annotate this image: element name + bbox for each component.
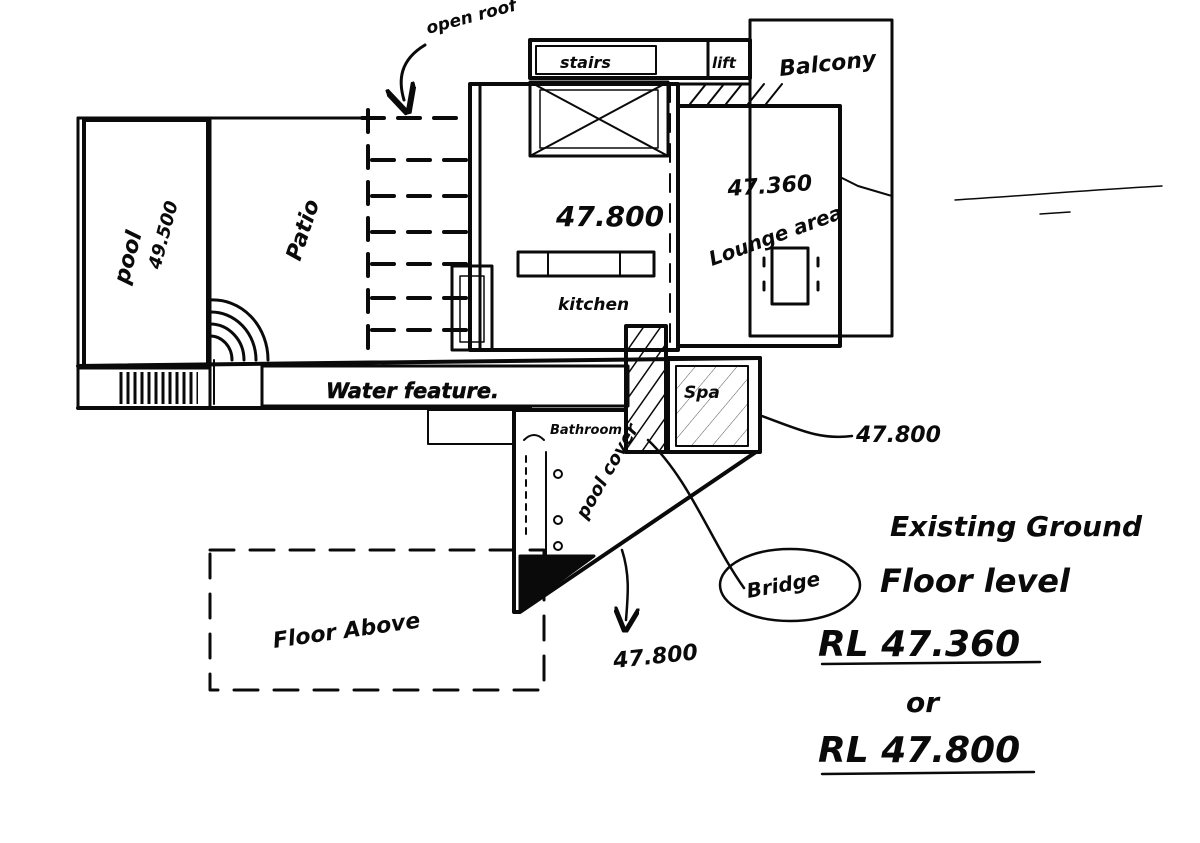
label-bathroom: Bathroom — [550, 423, 622, 438]
stairs-lift — [528, 18, 894, 338]
bridge-ellipse — [718, 547, 862, 623]
label-lounge-level: 47.360 — [726, 171, 813, 202]
drain-grate-right — [427, 409, 515, 445]
balcony-pointer — [841, 177, 893, 197]
label-pool-level: 49.500 — [144, 199, 183, 273]
lounge-table — [762, 246, 820, 306]
drain-grate-left — [118, 372, 198, 404]
label-rl-2: RL 47.800 — [818, 730, 1020, 771]
label-open-roof: open roof — [424, 0, 521, 39]
curved-steps — [208, 298, 270, 405]
label-or: or — [906, 686, 941, 719]
label-spa-level: 47.800 — [855, 423, 941, 448]
label-rl-1: RL 47.360 — [818, 624, 1020, 665]
lower-wing — [512, 408, 758, 614]
spa-level-pointer — [760, 414, 854, 439]
open-roof-grid — [360, 108, 472, 364]
label-lift: lift — [712, 54, 737, 72]
open-roof-arrow — [401, 43, 427, 100]
bridge-pointer — [646, 438, 746, 590]
label-water-feature: Water feature. — [326, 379, 499, 403]
kitchen-island — [450, 250, 656, 352]
label-lower-level: 47.800 — [611, 640, 699, 674]
pool-cover-arrow — [622, 548, 628, 620]
label-lounge-area: Lounge area — [706, 200, 846, 271]
label-spa: Spa — [684, 383, 720, 403]
label-stairs: stairs — [560, 53, 611, 72]
label-kitchen: kitchen — [558, 295, 629, 315]
label-existing-ground: Existing Ground — [890, 510, 1143, 543]
label-balcony: Balcony — [778, 47, 879, 82]
stair-void — [528, 80, 670, 158]
floor-above-outline — [208, 548, 546, 692]
label-floor-above: Floor Above — [271, 609, 422, 654]
label-kitchen-level: 47.800 — [555, 200, 664, 233]
stray-marks — [954, 185, 1163, 215]
rl-underline-1 — [820, 660, 1042, 666]
label-bridge: Bridge — [745, 566, 822, 603]
service-shaft — [624, 324, 668, 454]
house-walls — [468, 82, 842, 352]
rl-underline-2 — [820, 770, 1036, 776]
spa — [666, 356, 762, 454]
label-patio: Patio — [282, 196, 325, 263]
label-floor-level: Floor level — [880, 562, 1071, 600]
label-pool: pool — [109, 228, 147, 288]
